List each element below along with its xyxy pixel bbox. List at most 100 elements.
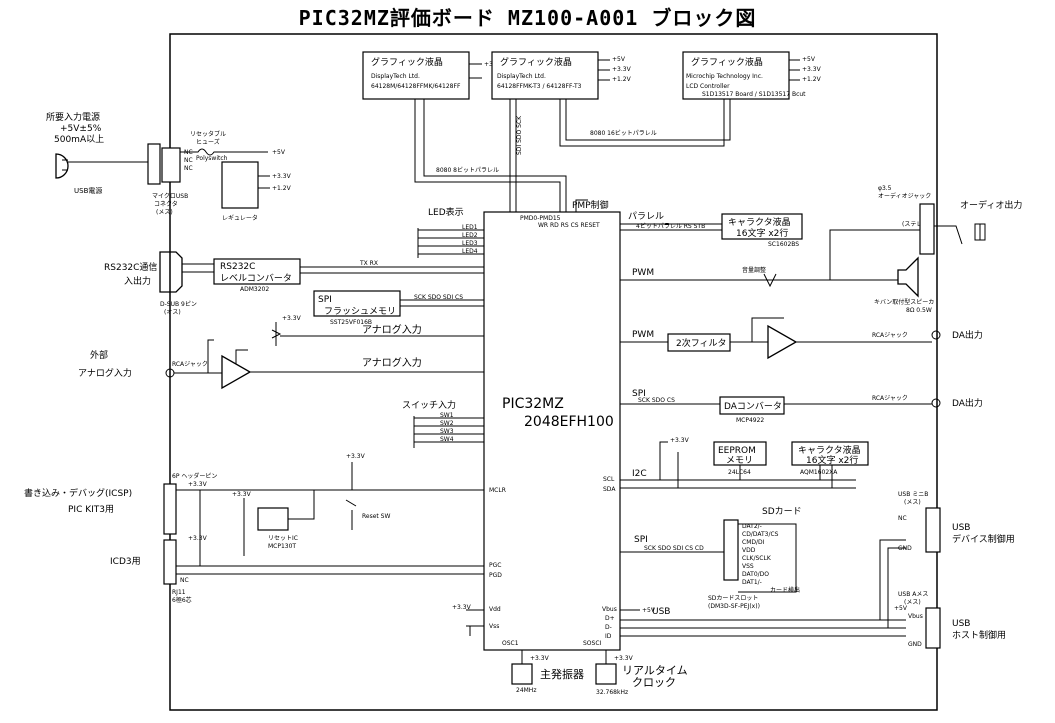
svg-text:6極6芯: 6極6芯 <box>172 596 192 604</box>
svg-text:φ3.5: φ3.5 <box>878 185 892 192</box>
svg-text:デバイス制御用: デバイス制御用 <box>952 533 1015 545</box>
svg-text:DA出力: DA出力 <box>952 329 983 341</box>
svg-text:CLK/SCLK: CLK/SCLK <box>742 555 772 562</box>
svg-text:+5V: +5V <box>272 149 286 156</box>
svg-text:キバン取付型スピーカ: キバン取付型スピーカ <box>874 298 934 306</box>
svg-text:SC1602BS: SC1602BS <box>768 241 799 248</box>
svg-text:MCP4922: MCP4922 <box>736 417 764 424</box>
svg-text:500mA以上: 500mA以上 <box>54 134 104 145</box>
svg-text:GND: GND <box>908 641 922 648</box>
svg-text:SDカード: SDカード <box>762 506 802 517</box>
sd-card-block: SDカード SPI SCK SDO SDI CS CD DAT2/- CD/DA… <box>620 506 802 610</box>
svg-text:RCAジャック: RCAジャック <box>872 332 908 339</box>
svg-text:USB Aメス: USB Aメス <box>898 591 928 598</box>
svg-text:キャラクタ液晶: キャラクタ液晶 <box>798 444 861 456</box>
svg-text:64128M/64128FFMK/64128FF: 64128M/64128FFMK/64128FF <box>371 83 461 90</box>
svg-text:PIC KIT3用: PIC KIT3用 <box>68 504 114 515</box>
svg-text:+5V: +5V <box>894 605 908 612</box>
mcu-block: PIC32MZ 2048EFH100 PMD0-PMD15 WR RD RS C… <box>483 211 621 651</box>
switch-block: スイッチ入力 SW1 SW2 SW3 SW4 <box>402 399 484 448</box>
svg-text:USB: USB <box>952 619 970 629</box>
mcu-pin-mclr: MCLR <box>489 487 506 494</box>
svg-text:ヒューズ: ヒューズ <box>196 138 220 146</box>
svg-text:+1.2V: +1.2V <box>612 76 632 83</box>
svg-text:8Ω 0.5W: 8Ω 0.5W <box>906 307 932 314</box>
svg-text:SPI: SPI <box>318 295 332 305</box>
mcu-pin-vbus: Vbus <box>602 606 617 613</box>
svg-text:コネクタ: コネクタ <box>154 200 178 208</box>
svg-text:+3.3V: +3.3V <box>232 491 252 498</box>
svg-text:+3.3V: +3.3V <box>188 481 208 488</box>
svg-text:オーディオ出力: オーディオ出力 <box>960 199 1022 211</box>
svg-text:SPI: SPI <box>632 389 646 399</box>
svg-text:ICD3用: ICD3用 <box>110 556 141 567</box>
svg-text:(オス): (オス) <box>164 309 181 316</box>
svg-text:RCAジャック: RCAジャック <box>172 361 208 368</box>
svg-text:SCK SDO SDI CS: SCK SDO SDI CS <box>414 294 463 301</box>
svg-text:+5V: +5V <box>612 56 626 63</box>
da-conv-block: SPI SCK SDO CS DAコンバータ MCP4922 RCAジャック D… <box>620 389 983 424</box>
svg-text:リセットIC: リセットIC <box>268 535 298 542</box>
svg-text:入出力: 入出力 <box>124 275 151 287</box>
svg-text:4ビットパラレル RS STB: 4ビットパラレル RS STB <box>636 222 705 230</box>
svg-text:+3.3V: +3.3V <box>188 535 208 542</box>
page-title: PIC32MZ評価ボード MZ100-A001 ブロック図 <box>298 6 757 30</box>
svg-text:NC: NC <box>180 577 189 584</box>
svg-text:レギュレータ: レギュレータ <box>222 214 258 222</box>
pwm-filter-block: PWM 2次フィルタ RCAジャック DA出力 <box>620 317 983 360</box>
svg-text:リアルタイム: リアルタイム <box>622 664 688 677</box>
svg-text:+1.2V: +1.2V <box>802 76 822 83</box>
svg-text:LED表示: LED表示 <box>428 206 464 218</box>
svg-text:AQM1602XA: AQM1602XA <box>800 469 838 476</box>
svg-text:(メス): (メス) <box>904 499 921 506</box>
svg-text:書き込み・デバッグ(ICSP): 書き込み・デバッグ(ICSP) <box>24 487 132 499</box>
svg-text:PWM: PWM <box>632 330 654 340</box>
svg-text:キャラクタ液晶: キャラクタ液晶 <box>728 216 791 228</box>
svg-text:TX RX: TX RX <box>359 260 378 267</box>
glcd-2: グラフィック液晶 DisplayTech Ltd. 64128FFMK-T3 /… <box>491 51 632 100</box>
svg-text:オーディオジャック: オーディオジャック <box>878 192 931 200</box>
svg-text:グラフィック液晶: グラフィック液晶 <box>691 56 763 68</box>
svg-text:GND: GND <box>898 545 912 552</box>
svg-text:SCK SDO CS: SCK SDO CS <box>638 397 675 404</box>
svg-text:SW2: SW2 <box>440 420 454 427</box>
svg-text:USB電源: USB電源 <box>74 186 102 195</box>
svg-text:DisplayTech Ltd.: DisplayTech Ltd. <box>371 73 420 80</box>
svg-text:+3.3V: +3.3V <box>452 604 472 611</box>
svg-text:(ステレオ): (ステレオ) <box>902 221 931 228</box>
mcu-pin-vss: Vss <box>489 623 499 630</box>
char-lcd-parallel: パラレル 4ビットパラレル RS STB キャラクタ液晶 16文字 x2行 SC… <box>620 211 803 248</box>
svg-text:EEPROM: EEPROM <box>718 446 756 456</box>
svg-text:SDI SDO SCK: SDI SDO SCK <box>516 115 523 155</box>
svg-text:メモリ: メモリ <box>726 456 753 466</box>
svg-text:クロック: クロック <box>632 676 676 689</box>
svg-text:グラフィック液晶: グラフィック液晶 <box>371 56 443 68</box>
mcu-pin-id: ID <box>605 633 612 640</box>
svg-text:+3.3V: +3.3V <box>614 655 634 662</box>
svg-text:Vbus: Vbus <box>908 613 923 620</box>
svg-text:ADM3202: ADM3202 <box>240 286 269 293</box>
mcu-name: PIC32MZ <box>502 396 564 412</box>
svg-text:(メス): (メス) <box>156 209 173 216</box>
svg-text:RS232C通信: RS232C通信 <box>104 261 157 273</box>
svg-text:USB: USB <box>952 523 970 533</box>
svg-text:8080 8ビットパラレル: 8080 8ビットパラレル <box>436 166 499 174</box>
svg-text:フラッシュメモリ: フラッシュメモリ <box>324 306 396 317</box>
svg-text:+3.3V: +3.3V <box>612 66 632 73</box>
usb-block: USB +5V USB ミニB (メス) NC GND USB デバイス制御用 … <box>620 491 1015 649</box>
svg-text:8080 16ビットパラレル: 8080 16ビットパラレル <box>590 129 657 137</box>
svg-text:LED1: LED1 <box>462 224 478 231</box>
svg-text:DisplayTech Ltd.: DisplayTech Ltd. <box>497 73 546 80</box>
svg-text:DAT1/-: DAT1/- <box>742 579 762 586</box>
mcu-power-osc: +3.3V +3.3V +3.3V 主発振器 24MHz リアルタイム クロック… <box>452 604 688 696</box>
svg-text:Reset SW: Reset SW <box>362 513 390 520</box>
svg-text:+3.3V: +3.3V <box>346 453 366 460</box>
svg-text:+5V: +5V <box>642 607 656 614</box>
svg-text:LCD Controller: LCD Controller <box>686 83 730 90</box>
svg-text:CD/DAT3/CS: CD/DAT3/CS <box>742 531 779 538</box>
audio-block: PWM 音量調整 φ3.5 オーディオジャック (ステレオ) オーディオ出力 キ… <box>620 185 1022 314</box>
svg-text:PWM: PWM <box>632 268 654 278</box>
svg-text:DAコンバータ: DAコンバータ <box>724 401 782 412</box>
svg-text:PMP制御: PMP制御 <box>572 199 609 211</box>
